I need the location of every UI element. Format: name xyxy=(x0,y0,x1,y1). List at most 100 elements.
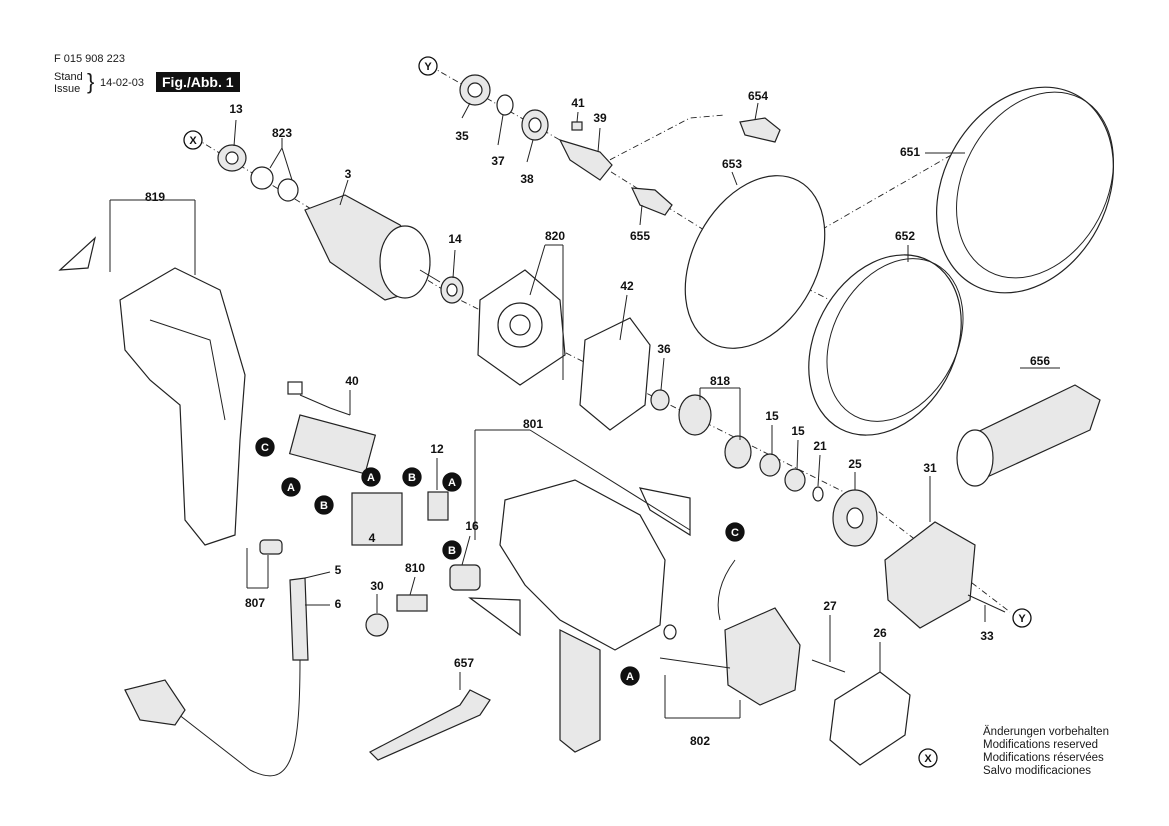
marker-c-icon: C xyxy=(725,522,745,542)
part-number-label: 652 xyxy=(895,229,915,243)
switch-40 xyxy=(287,381,377,475)
marker-a-icon: A xyxy=(361,467,381,487)
marker-label: C xyxy=(731,527,739,539)
bearing-15-a xyxy=(759,453,781,477)
part-number-label: 27 xyxy=(823,599,837,613)
part-number-label: 820 xyxy=(545,229,565,243)
assembly-axis-pad xyxy=(599,149,961,266)
marker-label: A xyxy=(367,472,375,484)
note-en: Modifications reserved xyxy=(983,739,1099,751)
marker-a-icon: A xyxy=(442,472,462,492)
housing-819 xyxy=(58,236,246,546)
foam-pad-652 xyxy=(808,254,964,436)
part-number-label: 819 xyxy=(145,190,165,204)
marker-label: B xyxy=(320,500,328,512)
part-number-label: 12 xyxy=(430,442,444,456)
issue-label: Issue xyxy=(54,83,81,95)
backing-pad-653 xyxy=(684,175,826,349)
stand-label: Stand xyxy=(54,71,83,83)
gears-818 xyxy=(678,394,752,469)
part-number-label: 42 xyxy=(620,279,634,293)
part-number-label: 33 xyxy=(980,629,994,643)
part-number-label: 4 xyxy=(369,531,376,545)
part-number-label: 823 xyxy=(272,126,292,140)
bearing-15-b xyxy=(784,468,806,492)
part-number-label: 802 xyxy=(690,734,710,748)
key-38 xyxy=(571,121,583,131)
polishing-bonnet-651 xyxy=(936,86,1114,294)
part-number-label: 31 xyxy=(923,461,937,475)
part-number-label: 35 xyxy=(455,129,469,143)
gear-25 xyxy=(832,489,878,547)
clamp-807 xyxy=(259,539,283,555)
marker-label: A xyxy=(448,477,456,489)
document-number: F 015 908 223 xyxy=(54,53,125,65)
motor-housing-801 xyxy=(468,479,691,753)
bearing-14 xyxy=(440,276,464,304)
marker-x-icon: X xyxy=(918,748,938,768)
marker-y-icon: Y xyxy=(418,56,438,76)
ring-21 xyxy=(812,486,824,502)
reference-markers: X Y Y X A B C A B A B C A xyxy=(183,56,1032,768)
part-number-label: 3 xyxy=(345,167,352,181)
part-number-label: 654 xyxy=(748,89,768,103)
armature-3 xyxy=(304,194,441,301)
notes-block: Änderungen vorbehalten Modifications res… xyxy=(983,726,1109,778)
marker-label: B xyxy=(408,472,416,484)
marker-label: Y xyxy=(1018,613,1026,625)
note-fr: Modifications réservées xyxy=(983,752,1104,764)
part-number-label: 41 xyxy=(571,96,585,110)
plug-icon xyxy=(124,679,186,726)
spanner-657 xyxy=(368,689,491,761)
screw-33 xyxy=(967,594,1006,613)
part-number-label: 15 xyxy=(765,409,779,423)
auxiliary-handle-656 xyxy=(956,384,1101,487)
power-cord xyxy=(159,659,301,777)
adapter-655 xyxy=(631,187,673,216)
part-number-label: 26 xyxy=(873,626,887,640)
part-number-label: 14 xyxy=(448,232,462,246)
marker-b-icon: B xyxy=(442,540,462,560)
screw-27 xyxy=(811,659,846,673)
figure-label: Fig./Abb. 1 xyxy=(156,72,240,92)
part-number-label: 21 xyxy=(813,439,827,453)
adapter-654 xyxy=(739,117,781,143)
carbon-brush-810 xyxy=(396,594,428,612)
ring-823 xyxy=(250,166,299,202)
marker-y-icon: Y xyxy=(1012,608,1032,628)
field-802 xyxy=(659,559,801,706)
brace-icon: } xyxy=(87,69,95,94)
marker-label: C xyxy=(261,442,269,454)
bearing-13 xyxy=(217,144,247,172)
part-number-label: 6 xyxy=(335,597,342,611)
marker-label: X xyxy=(924,753,932,765)
marker-label: A xyxy=(287,482,295,494)
marker-a-icon: A xyxy=(620,666,640,686)
part-number-label: 40 xyxy=(345,374,359,388)
part-number-label: 15 xyxy=(791,424,805,438)
part-number-label: 651 xyxy=(900,145,920,159)
marker-label: X xyxy=(189,135,197,147)
part-number-label: 16 xyxy=(465,519,479,533)
bearing-35 xyxy=(459,74,491,106)
bearing-39 xyxy=(521,109,549,141)
marker-b-icon: B xyxy=(314,495,334,515)
brush-cap-30 xyxy=(365,613,389,637)
spindle-41 xyxy=(558,139,613,181)
part-number-label: 25 xyxy=(848,457,862,471)
marker-b-icon: B xyxy=(402,467,422,487)
marker-c-icon: C xyxy=(255,437,275,457)
part-number-label: 807 xyxy=(245,596,265,610)
gasket-42 xyxy=(579,317,651,431)
part-number-label: 37 xyxy=(491,154,505,168)
marker-label: B xyxy=(448,545,456,557)
ring-802 xyxy=(663,624,677,640)
part-number-label: 653 xyxy=(722,157,742,171)
note-de: Änderungen vorbehalten xyxy=(983,726,1109,738)
bearing-36 xyxy=(650,389,670,411)
part-number-label: 5 xyxy=(335,563,342,577)
part-number-label: 656 xyxy=(1030,354,1050,368)
part-number-label: 655 xyxy=(630,229,650,243)
ring-37 xyxy=(496,94,514,116)
